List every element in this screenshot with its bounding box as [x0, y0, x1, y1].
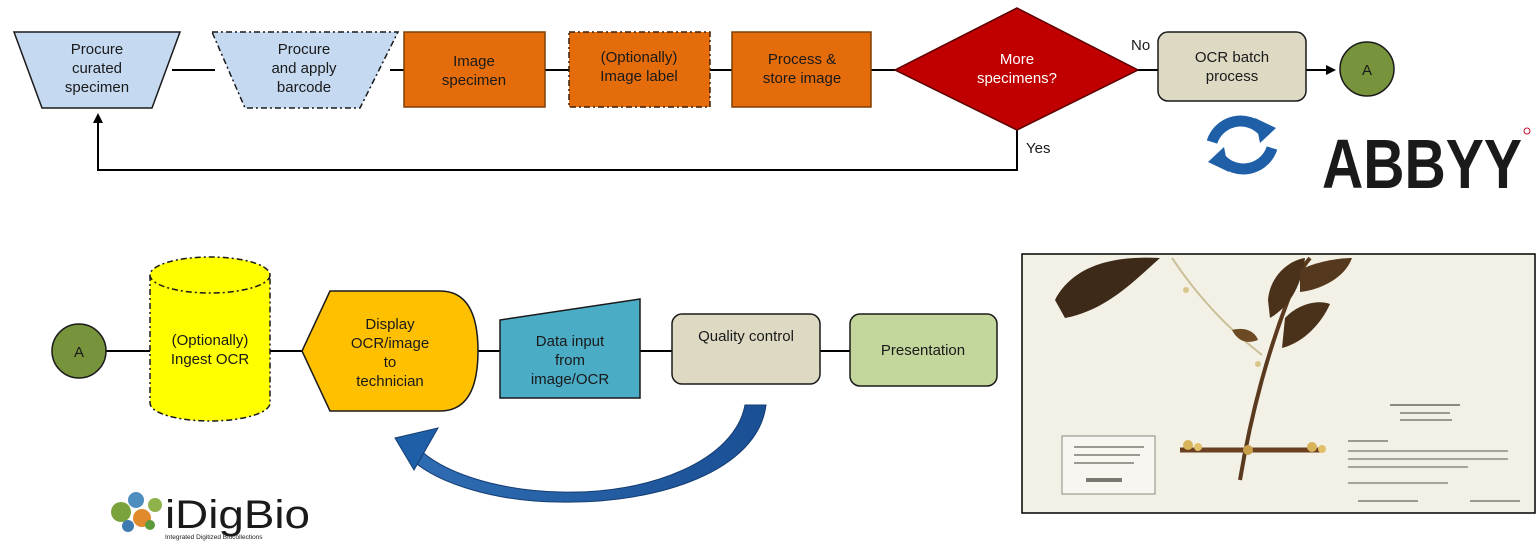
- connector-a-top-label: A: [1362, 62, 1372, 79]
- herbarium-specimen-photo: [1021, 253, 1536, 514]
- display-ocr-line-4: technician: [356, 373, 424, 390]
- ocr-batch-box: OCR batch process: [1157, 31, 1307, 102]
- idigbio-tagline: Integrated Digitized Biocollections: [165, 534, 263, 541]
- refresh-cycle-icon: [1206, 115, 1278, 175]
- presentation-box: Presentation: [849, 313, 998, 387]
- image-specimen-box: Image specimen: [403, 31, 546, 108]
- registered-mark-icon: [1523, 127, 1531, 135]
- ocr-batch-line-1: OCR batch: [1195, 49, 1269, 66]
- image-label-line-2: Image label: [600, 68, 678, 85]
- data-input-line-3: image/OCR: [531, 371, 610, 388]
- procure-barcode-line-2: and apply: [271, 60, 337, 77]
- no-branch-label: No: [1131, 37, 1150, 54]
- image-label-line-1: (Optionally): [601, 49, 678, 66]
- ingest-ocr-database: (Optionally) Ingest OCR: [149, 256, 271, 422]
- image-specimen-line-1: Image: [453, 53, 495, 70]
- connector-a-top: A: [1339, 41, 1395, 97]
- display-ocr-line-2: OCR/image: [351, 335, 429, 352]
- display-ocr-line-3: to: [384, 354, 397, 371]
- quality-control-label: Quality control: [698, 328, 794, 345]
- data-input-line-2: from: [555, 352, 585, 369]
- idigbio-emblem-icon: [111, 492, 162, 532]
- more-specimens-decision: More specimens?: [893, 7, 1140, 131]
- display-ocr-shape: Display OCR/image to technician: [301, 290, 479, 412]
- process-store-line-1: Process &: [768, 51, 836, 68]
- more-specimens-line-2: specimens?: [977, 70, 1057, 87]
- more-specimens-line-1: More: [1000, 51, 1034, 68]
- procure-curated-specimen-shape: Procure curated specimen: [12, 31, 182, 109]
- ingest-ocr-line-2: Ingest OCR: [171, 351, 250, 368]
- connector-a-bottom-label: A: [74, 344, 84, 361]
- data-input-shape: Data input from image/OCR: [499, 298, 641, 399]
- procure-curated-line-2: curated: [72, 60, 122, 77]
- ingest-ocr-line-1: (Optionally): [172, 332, 249, 349]
- connector-a-bottom: A: [51, 323, 107, 379]
- procure-curated-line-3: specimen: [65, 79, 129, 96]
- procure-barcode-line-1: Procure: [278, 41, 331, 58]
- procure-barcode-line-3: barcode: [277, 79, 331, 96]
- abbyy-logo-text: ABBYY: [1322, 125, 1522, 203]
- idigbio-logo: iDigBio Integrated Digitized Biocollecti…: [111, 492, 310, 541]
- abbyy-logo: ABBYY: [1322, 125, 1531, 203]
- idigbio-logo-text: iDigBio: [165, 493, 310, 537]
- image-label-box: (Optionally) Image label: [568, 31, 711, 108]
- top-flow-connectors: [93, 65, 1336, 171]
- quality-control-box: Quality control: [671, 313, 821, 385]
- yes-branch-label: Yes: [1026, 140, 1050, 157]
- data-input-line-1: Data input: [536, 333, 605, 350]
- process-store-line-2: store image: [763, 70, 841, 87]
- image-specimen-line-2: specimen: [442, 72, 506, 89]
- feedback-curved-arrow: [394, 404, 767, 503]
- procure-barcode-shape: Procure and apply barcode: [210, 31, 400, 109]
- process-store-box: Process & store image: [731, 31, 872, 108]
- procure-curated-line-1: Procure: [71, 41, 124, 58]
- display-ocr-line-1: Display: [365, 316, 415, 333]
- ocr-batch-line-2: process: [1206, 68, 1259, 85]
- presentation-label: Presentation: [881, 342, 965, 359]
